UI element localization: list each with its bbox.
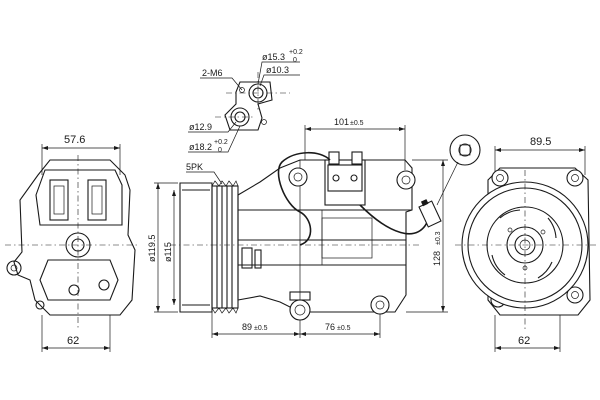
right-end-view: 89.5 62: [455, 136, 598, 352]
dim-left-top-width: 57.6: [64, 134, 85, 146]
left-side-view: 57.6 62: [5, 134, 140, 352]
dim-left-bottom-width: 62: [67, 335, 79, 347]
dim-bottom-left-length: 89: [242, 322, 252, 332]
dim-port2-dia: ø10.3: [266, 65, 289, 75]
dim-height-tol: ±0.3: [435, 231, 442, 245]
dim-top-length: 101: [334, 117, 349, 127]
dim-port1-tol-bot: 0: [293, 57, 297, 64]
port-detail: 2-M6 ø15.3 +0.2 0 ø10.3 ø12.9 ø18.2 +0.2…: [188, 49, 303, 154]
dim-bottom-right-tol: ±0.5: [337, 325, 351, 332]
main-front-view: 5PK 101 ±0.5 ø119.5 ø115: [147, 117, 481, 338]
dim-port3-dia: ø12.9: [189, 122, 212, 132]
dim-port1-dia: ø15.3: [262, 52, 285, 62]
dim-pulley-outer-dia: ø119.5: [147, 235, 157, 262]
dim-height: 128: [432, 251, 442, 266]
dim-bolt-spec: 2-M6: [202, 68, 223, 78]
dim-right-top-width: 89.5: [530, 136, 551, 148]
dim-bottom-left-tol: ±0.5: [254, 325, 268, 332]
dim-bottom-right-length: 76: [325, 322, 335, 332]
dim-port4-dia: ø18.2: [189, 142, 212, 152]
dim-port1-tol-top: +0.2: [289, 49, 303, 56]
dim-port4-tol-top: +0.2: [214, 139, 228, 146]
dim-right-bottom-width: 62: [518, 335, 530, 347]
label-pulley-grooves: 5PK: [186, 162, 203, 172]
dim-pulley-inner-dia: ø115: [163, 242, 173, 262]
dim-top-length-tol: ±0.5: [350, 120, 364, 127]
dim-port4-tol-bot: 0: [218, 147, 222, 154]
